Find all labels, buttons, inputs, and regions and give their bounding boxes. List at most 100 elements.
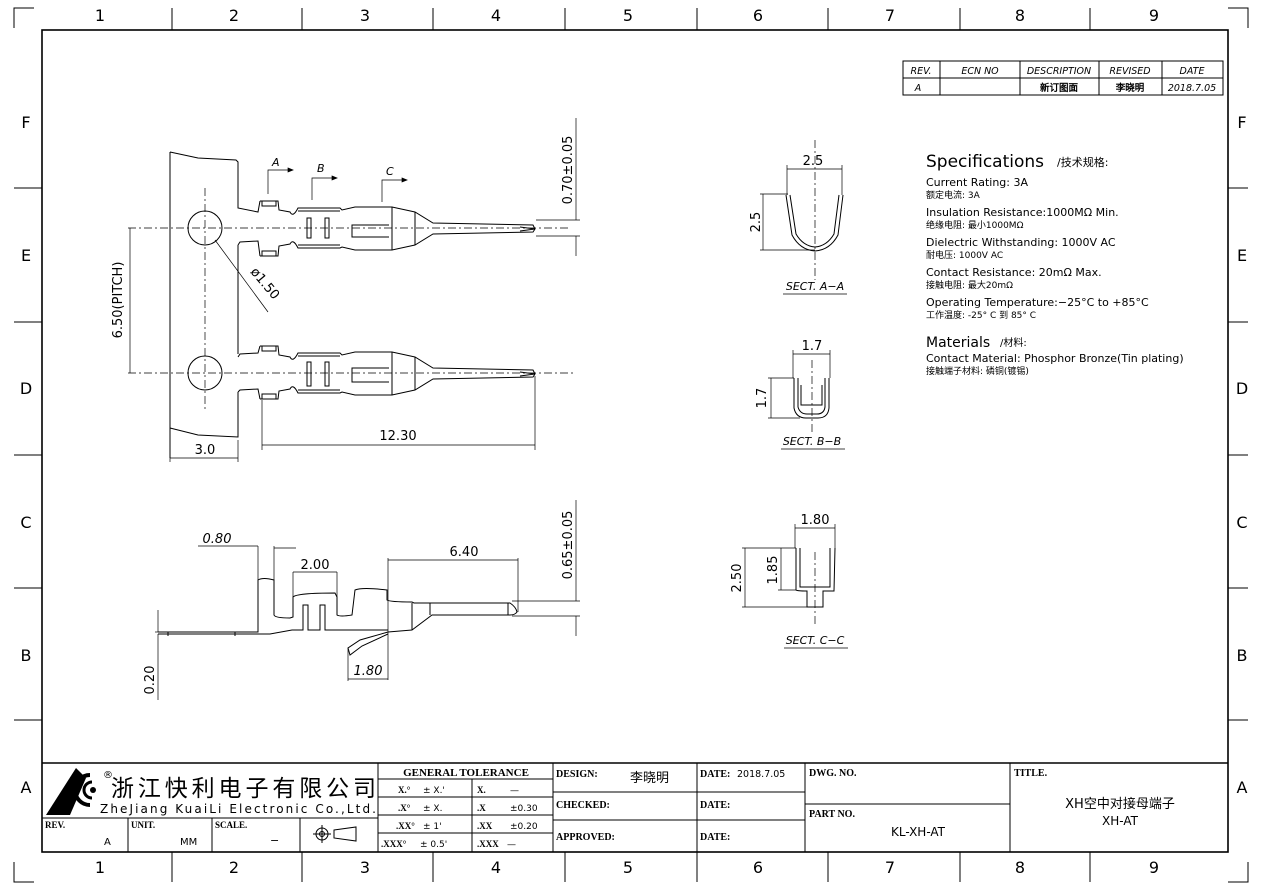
rev-label: REV. (45, 820, 65, 830)
description-value: 新订图面 (1040, 82, 1079, 94)
label: ±0.30 (510, 804, 538, 814)
row-label: E (1237, 246, 1247, 265)
drawing-border (41, 29, 1229, 853)
col-label: 6 (753, 858, 763, 877)
top-view: A B C 0.70±0.05 6.50(PITCH) ø1.50 3.0 12… (111, 118, 580, 462)
row-label: B (1237, 646, 1248, 665)
dim-hole: ø1.50 (247, 265, 282, 303)
checked-date-label: DATE: (700, 800, 730, 811)
design-date-label: DATE: (700, 769, 730, 780)
spec-item-cn: 工作温度: -25° C 到 85° C (926, 309, 1036, 321)
row-label: F (21, 113, 30, 132)
revised-value: 李晓明 (1115, 82, 1145, 94)
row-label: C (1236, 513, 1247, 532)
dim-020: 0.20 (143, 666, 158, 695)
unit-value: MM (180, 837, 197, 848)
spec-title-cn: /技术规格: (1057, 155, 1108, 169)
rev-value: A (104, 837, 111, 848)
spec-item-cn: 耐电压: 1000V AC (926, 249, 1003, 261)
col-label: 3 (360, 6, 370, 25)
frame-corners (13, 7, 1249, 883)
scale-value: − (270, 834, 279, 847)
side-view: 0.80 2.00 6.40 0.65±0.05 1.80 0.20 (143, 500, 580, 700)
spec-item: Current Rating: 3A (926, 176, 1028, 189)
date-value: 2018.7.05 (1168, 83, 1216, 94)
description-header: DESCRIPTION (1027, 66, 1091, 77)
col-label: 6 (753, 6, 763, 25)
materials-title-cn: /材料: (1000, 336, 1027, 349)
title-en: XH-AT (1102, 814, 1139, 828)
row-label: E (21, 246, 31, 265)
col-label: 1 (95, 6, 105, 25)
row-label: F (1237, 113, 1246, 132)
spec-item-cn: 接触电阻: 最大20mΩ (926, 279, 1013, 291)
label: ±0.20 (510, 822, 538, 832)
design-value: 李晓明 (630, 771, 669, 786)
part-no-label: PART NO. (809, 809, 855, 820)
label: .XXX° (381, 839, 407, 849)
spec-title: Specifications (926, 152, 1044, 172)
spec-item: Operating Temperature:−25°C to +85°C (926, 296, 1149, 309)
unit-label: UNIT. (131, 820, 155, 830)
spec-item-cn: 额定电流: 3A (926, 189, 981, 201)
section-b-height: 1.7 (755, 388, 770, 409)
col-label: 2 (229, 6, 239, 25)
row-label: D (20, 379, 32, 398)
label: ± 1' (423, 822, 442, 832)
section-b-label: SECT. B−B (783, 435, 841, 448)
material-item-cn: 接触端子材料: 磷铜(镀锡) (926, 365, 1029, 377)
label: — (510, 786, 519, 796)
section-c-label: SECT. C−C (786, 634, 845, 647)
dim-640: 6.40 (450, 545, 479, 560)
spec-item: Insulation Resistance:1000MΩ Min. (926, 206, 1119, 219)
specifications: Specifications /技术规格: Current Rating: 3A… (926, 152, 1184, 377)
label: X.° (398, 785, 411, 795)
section-a-label: SECT. A−A (786, 280, 844, 293)
checked-label: CHECKED: (556, 800, 610, 811)
section-a-a: 2.5 2.5 SECT. A−A (749, 140, 847, 295)
revision-table: REV. ECN NO DESCRIPTION REVISED DATE A 新… (902, 60, 1224, 96)
row-label: D (1236, 379, 1248, 398)
scale-label: SCALE. (215, 820, 247, 830)
tolerance-title: GENERAL TOLERANCE (403, 767, 529, 779)
dwg-no-label: DWG. NO. (809, 768, 857, 779)
design-date-value: 2018.7.05 (737, 769, 785, 780)
third-angle-projection-icon (313, 825, 357, 843)
approved-date-label: DATE: (700, 832, 730, 843)
spec-item: Contact Resistance: 20mΩ Max. (926, 266, 1102, 279)
section-a-height: 2.5 (749, 212, 764, 233)
rev-value: A (914, 83, 922, 94)
company-logo (46, 768, 96, 815)
col-label: 5 (623, 858, 633, 877)
col-label: 1 (95, 858, 105, 877)
company-name-en: ZheJiang KuaiLi Electronic Co.,Ltd. (100, 802, 376, 816)
label: — (507, 840, 516, 850)
section-c-c: 1.80 1.85 2.50 SECT. C−C (730, 513, 848, 649)
section-mark-c: C (386, 165, 394, 178)
ecn-header: ECN NO (961, 66, 999, 77)
section-c-width: 1.80 (801, 513, 830, 528)
label: .X° (398, 803, 411, 813)
dim-length: 12.30 (379, 429, 416, 444)
section-c-height: 1.85 (766, 556, 781, 585)
dim-thickness: 0.70±0.05 (561, 136, 576, 205)
material-item: Contact Material: Phosphor Bronze(Tin pl… (926, 352, 1184, 365)
rev-header: REV. (910, 66, 931, 77)
label: .X (477, 803, 486, 813)
dim-180: 1.80 (354, 664, 383, 679)
label: ± X. (423, 804, 442, 814)
spec-item-cn: 绝缘电阻: 最小1000MΩ (926, 219, 1024, 231)
label: .XXX (477, 839, 499, 849)
section-mark-a: A (271, 156, 280, 169)
row-label: C (20, 513, 31, 532)
part-no-value: KL-XH-AT (891, 825, 946, 839)
title-cn: XH空中对接母端子 (1065, 796, 1175, 812)
row-label: A (1237, 778, 1248, 797)
dim-carrier: 3.0 (195, 443, 216, 458)
row-label: B (21, 646, 32, 665)
section-b-width: 1.7 (802, 339, 823, 354)
section-c-total-height: 2.50 (730, 564, 745, 593)
col-label: 7 (885, 6, 895, 25)
